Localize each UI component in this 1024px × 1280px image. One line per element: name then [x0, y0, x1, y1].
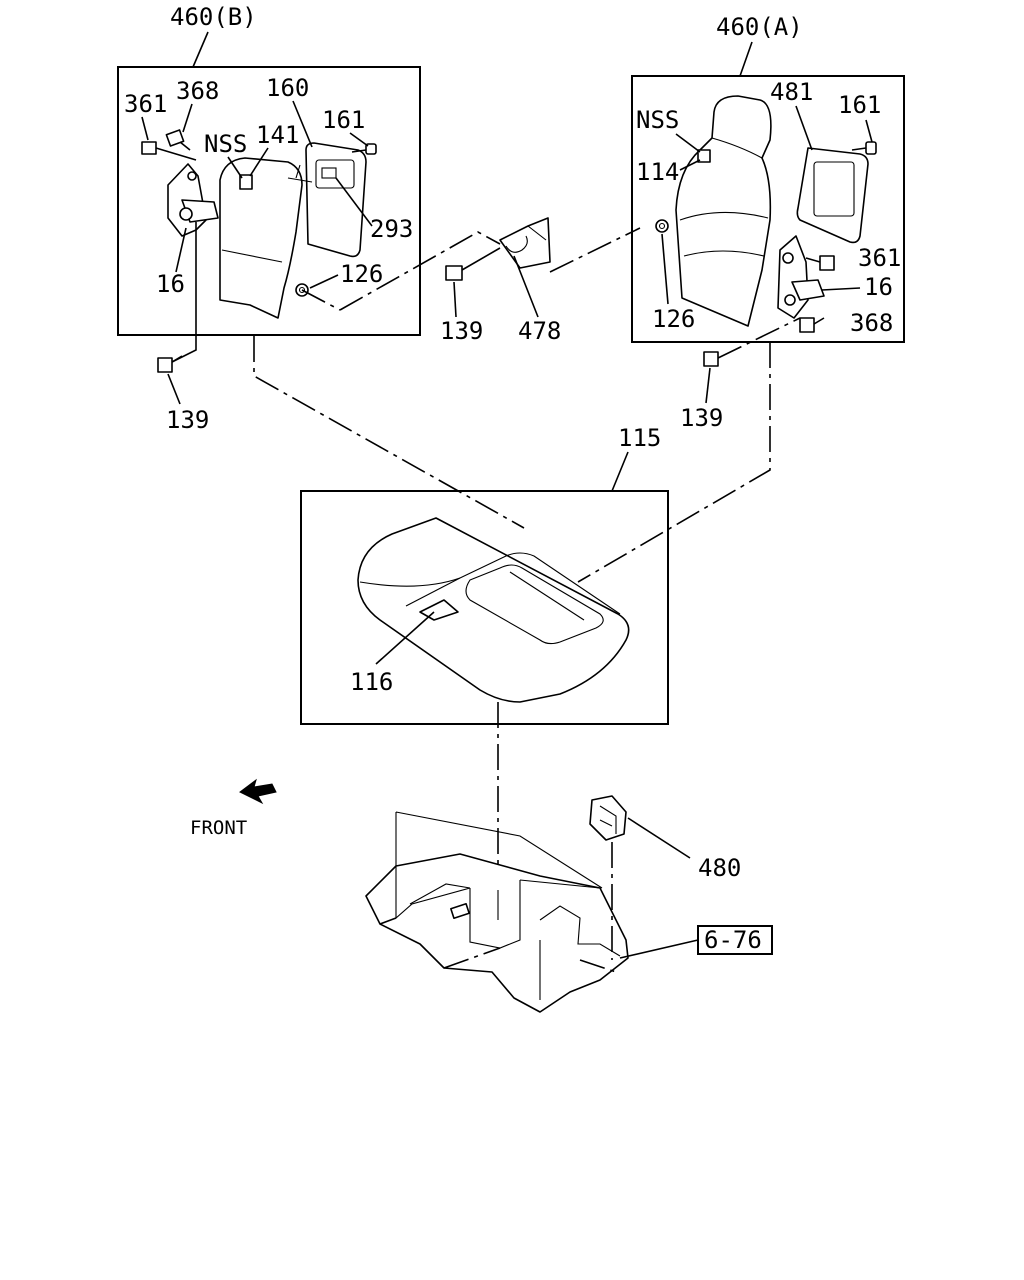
callout-161-right: 161 [838, 91, 881, 119]
leader-left-to-cushion [253, 336, 525, 529]
left-seatback-assembly: 460(B) 361 [117, 3, 421, 336]
callout-114: 114 [636, 158, 679, 186]
callout-139-left: 139 [166, 406, 209, 434]
leader-bracket-to-right [549, 227, 641, 273]
rear-panel-481 [796, 147, 869, 244]
center-bracket-478: 139 478 [440, 217, 561, 345]
callout-361-left: 361 [124, 90, 167, 118]
callout-139-middle: 139 [440, 317, 483, 345]
callout-141: 141 [256, 121, 299, 149]
callout-16-right: 16 [864, 273, 893, 301]
bolt-139-right: 139 [680, 317, 801, 432]
cushion-assembly-frame [300, 490, 669, 725]
bolt-361-right [805, 255, 835, 271]
floor-panel [365, 811, 629, 1013]
right-seatback-assembly: 460(A) 481 [631, 13, 905, 343]
reference-6-76: 6-76 [619, 925, 773, 959]
callout-361-right: 361 [858, 244, 901, 272]
hinge-bracket-16-right [777, 235, 809, 319]
floor-pan [365, 853, 629, 1013]
callout-161-left: 161 [322, 106, 365, 134]
bolt-361-left [141, 141, 197, 161]
bolt-368-right [799, 317, 825, 333]
callout-126-right: 126 [652, 305, 695, 333]
callout-481: 481 [770, 78, 813, 106]
callout-160: 160 [266, 74, 309, 102]
seatback-panel-left [219, 157, 303, 319]
bolt-368-left [165, 129, 191, 151]
callout-368-right: 368 [850, 309, 893, 337]
clip-480: 480 [589, 795, 741, 960]
front-indicator: FRONT [190, 778, 277, 839]
callout-nss-right: NSS [636, 106, 679, 134]
right-assembly-label: 460(A) [716, 13, 803, 41]
cushion-assembly: 115 116 [300, 424, 669, 725]
seat-cushion [357, 517, 630, 703]
callout-480: 480 [698, 854, 741, 882]
leader-right-to-cushion [577, 342, 771, 583]
seatback-right [675, 95, 772, 327]
right-assembly-frame [631, 75, 905, 343]
callout-368-left: 368 [176, 77, 219, 105]
arrow-down-left-icon [239, 778, 277, 805]
reference-label: 6-76 [704, 926, 762, 954]
bolt-139-left: 139 [157, 222, 209, 434]
left-assembly-frame [117, 66, 421, 336]
nut-126-right [655, 219, 669, 233]
callout-139-right: 139 [680, 404, 723, 432]
screw-161-left [351, 143, 377, 155]
callout-478: 478 [518, 317, 561, 345]
leader-left-to-bracket [339, 231, 501, 311]
callout-116: 116 [350, 668, 393, 696]
callout-293: 293 [370, 215, 413, 243]
screw-161-right [851, 141, 877, 155]
front-label: FRONT [190, 817, 247, 839]
callout-nss-left: NSS [204, 130, 247, 158]
cushion-assembly-label: 115 [618, 424, 661, 452]
rear-panel-160 [305, 142, 367, 258]
callout-126-left: 126 [340, 260, 383, 288]
left-assembly-label: 460(B) [170, 3, 257, 31]
callout-16-left: 16 [156, 270, 185, 298]
